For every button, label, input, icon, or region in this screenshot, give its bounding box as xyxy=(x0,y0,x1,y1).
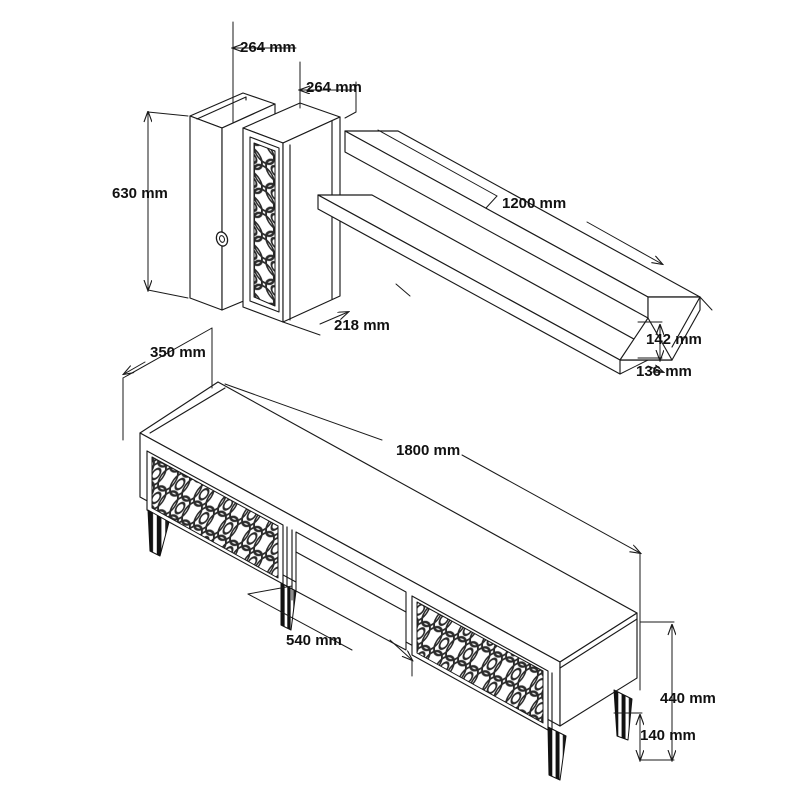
dimension-labels: 264 mm 264 mm 630 mm 218 mm 1200 mm 142 … xyxy=(112,39,716,744)
dim-540-leader-right xyxy=(389,639,412,660)
cabinet-module-side xyxy=(282,116,341,323)
tv-unit-leg-back-right xyxy=(613,689,633,741)
dim-1200-tick-left xyxy=(485,195,498,209)
tv-unit-open-shelf-divider xyxy=(295,551,407,613)
wall-cabinet xyxy=(189,92,341,323)
label-264-second: 264 mm xyxy=(306,79,362,96)
dim-136-ext xyxy=(619,359,649,375)
tv-unit-left-door-lattice xyxy=(151,456,279,579)
dim-218-ext xyxy=(282,321,321,336)
tv-unit-open-shelf xyxy=(295,531,407,651)
dim-1800-ext-left xyxy=(224,383,383,441)
label-218: 218 mm xyxy=(334,317,390,334)
label-264-top: 264 mm xyxy=(240,39,296,56)
cabinet-door-lattice xyxy=(253,142,276,307)
label-136: 136 mm xyxy=(636,363,692,380)
label-1200: 1200 mm xyxy=(502,195,566,212)
cabinet-top-inner-edge xyxy=(196,96,247,120)
cabinet-knob-inner xyxy=(218,235,226,243)
label-630: 630 mm xyxy=(112,185,168,202)
dimension-lines xyxy=(122,21,713,760)
label-1800: 1800 mm xyxy=(396,442,460,459)
dim-350-ext-diag xyxy=(122,327,213,379)
dim-540-tick-left xyxy=(247,585,293,595)
tv-unit-end-edge xyxy=(559,618,638,669)
shelf-end-outer xyxy=(671,296,701,348)
tv-unit-top-edge xyxy=(149,387,226,434)
dim-1200-ext-left xyxy=(377,129,498,197)
dim-136-leader xyxy=(647,366,663,372)
dim-1800-leader-right xyxy=(461,454,640,553)
label-142: 142 mm xyxy=(646,331,702,348)
dim-630-ext-top xyxy=(147,111,189,117)
dim-630-ext-bottom xyxy=(147,289,189,299)
label-140: 140 mm xyxy=(640,727,696,744)
wall-shelf xyxy=(317,130,701,375)
dim-218-leader-left xyxy=(319,312,348,325)
cabinet-carcass-left-face xyxy=(189,115,223,311)
tv-unit xyxy=(139,381,638,781)
dim-540-ext-left xyxy=(247,593,353,651)
label-440: 440 mm xyxy=(660,690,716,707)
dim-218-leader-right xyxy=(395,283,411,297)
tv-unit-leg-front-left xyxy=(147,509,170,557)
dim-1200-leader-right xyxy=(586,221,662,264)
tv-unit-right-end xyxy=(559,612,638,727)
dim-350-leader xyxy=(124,361,146,374)
label-350: 350 mm xyxy=(150,344,206,361)
label-540: 540 mm xyxy=(286,632,342,649)
tv-unit-leg-front-right xyxy=(547,726,567,781)
tv-unit-right-door-lattice xyxy=(416,601,544,724)
dim-264-second-tick xyxy=(344,111,357,119)
dim-1200-ext-right xyxy=(699,296,713,311)
